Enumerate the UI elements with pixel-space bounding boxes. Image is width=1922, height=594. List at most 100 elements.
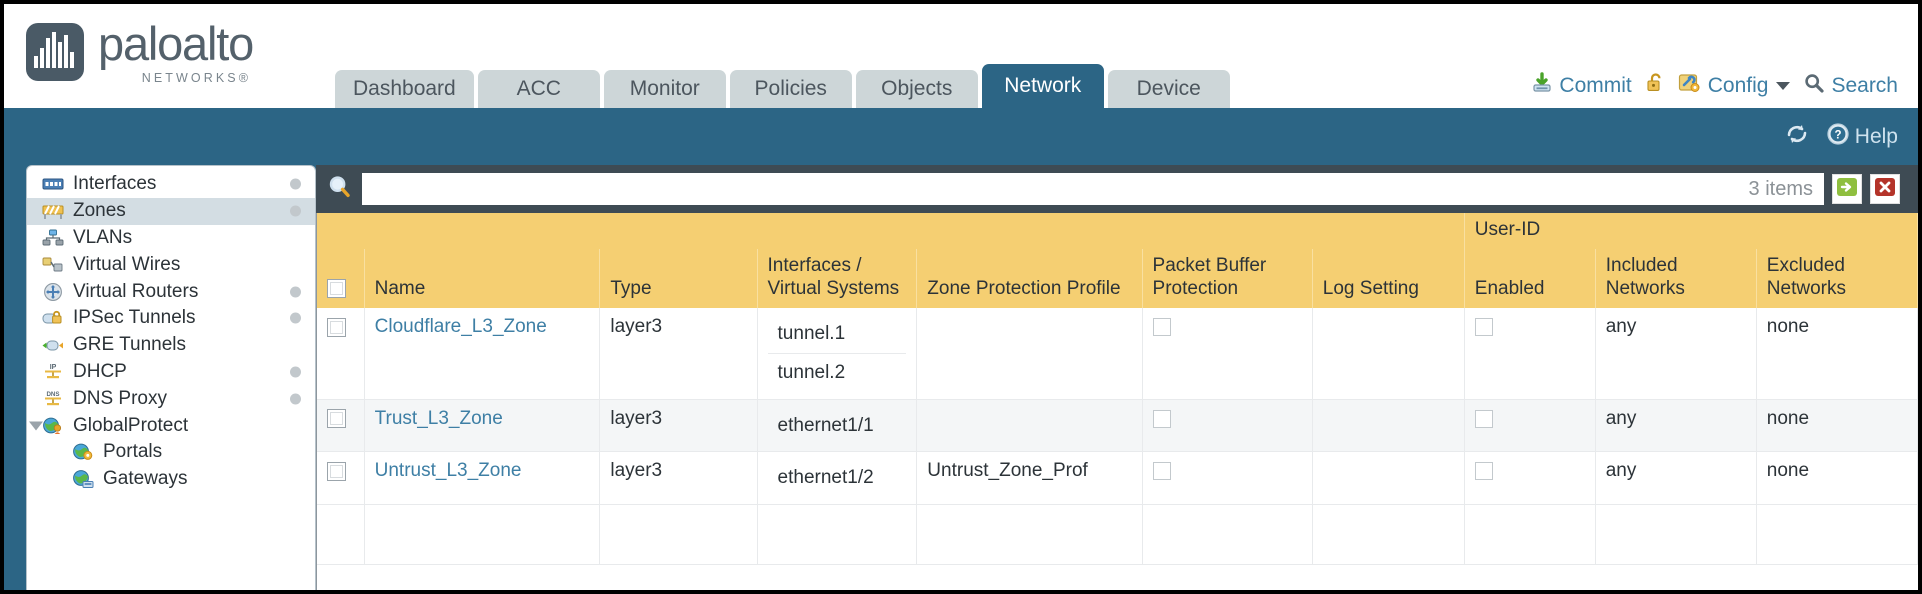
ipsec-tunnels-icon xyxy=(41,308,65,328)
zones-table-head: User-ID Name Type Interfaces / Virtual S… xyxy=(317,213,1918,309)
table-row[interactable]: Cloudflare_L3_Zone layer3 tunnel.1 tunne… xyxy=(317,308,1918,400)
items-count-label: 3 items xyxy=(1748,177,1813,200)
column-header-userid-enabled[interactable]: Enabled xyxy=(1464,249,1596,309)
select-all-checkbox[interactable] xyxy=(327,279,346,299)
sidebar-item-ipsec-tunnels[interactable]: IPSec Tunnels xyxy=(27,305,315,332)
refresh-button[interactable] xyxy=(1784,122,1810,152)
tab-policies[interactable]: Policies xyxy=(729,70,852,108)
row-select-checkbox[interactable] xyxy=(327,409,346,429)
column-header-interfaces-virtual-systems[interactable]: Interfaces / Virtual Systems xyxy=(757,249,918,309)
tab-objects[interactable]: Objects xyxy=(855,70,978,108)
filler-cell xyxy=(1312,504,1465,566)
top-bar: paloalto NETWORKS® Dashboard ACC Monitor… xyxy=(4,4,1918,108)
help-button[interactable]: ? Help xyxy=(1826,122,1898,152)
column-header-packet-buffer-protection[interactable]: Packet Buffer Protection xyxy=(1142,249,1313,309)
row-select-checkbox[interactable] xyxy=(327,461,346,481)
userid-enabled-checkbox[interactable] xyxy=(1474,409,1493,428)
help-dot[interactable] xyxy=(290,393,301,405)
lock-button[interactable] xyxy=(1645,72,1665,100)
packet-buffer-protection-checkbox[interactable] xyxy=(1152,318,1171,337)
filler-cell xyxy=(364,504,601,566)
sidebar-item-label: GlobalProtect xyxy=(73,414,189,436)
svg-text:?: ? xyxy=(1834,129,1841,141)
sidebar-item-globalprotect[interactable]: GlobalProtect xyxy=(27,412,315,439)
sub-header-actions: ? Help xyxy=(1784,122,1898,152)
commit-icon xyxy=(1531,72,1553,100)
userid-enabled-checkbox[interactable] xyxy=(1474,462,1493,481)
column-header-included-networks[interactable]: Included Networks xyxy=(1595,249,1757,309)
search-label: Search xyxy=(1831,74,1898,97)
sidebar-item-gre-tunnels[interactable]: GRE Tunnels xyxy=(27,332,315,359)
config-icon xyxy=(1678,72,1702,100)
help-dot[interactable] xyxy=(290,205,301,217)
sidebar-item-label: IPSec Tunnels xyxy=(73,307,196,329)
search-icon xyxy=(1803,72,1825,100)
zone-name-link[interactable]: Trust_L3_Zone xyxy=(374,407,503,429)
help-dot[interactable] xyxy=(290,312,301,324)
help-dot[interactable] xyxy=(290,178,301,190)
tab-device[interactable]: Device xyxy=(1107,70,1230,108)
cell-excluded-networks: none xyxy=(1756,308,1918,400)
row-select-cell xyxy=(317,451,365,506)
sidebar-item-label: Portals xyxy=(103,441,163,463)
filter-search-icon[interactable] xyxy=(326,173,354,206)
sidebar-item-dns-proxy[interactable]: DNS DNS Proxy xyxy=(27,385,315,412)
commit-button[interactable]: Commit xyxy=(1531,72,1632,100)
tab-dashboard[interactable]: Dashboard xyxy=(335,70,474,108)
filter-input-wrapper[interactable]: 3 items xyxy=(362,173,1824,205)
sidebar-item-dhcp[interactable]: IP DHCP xyxy=(27,359,315,386)
column-header-zone-protection-profile[interactable]: Zone Protection Profile xyxy=(916,249,1143,309)
filler-cell xyxy=(599,504,758,566)
sidebar-item-vlans[interactable]: VLANs xyxy=(27,225,315,252)
search-input[interactable] xyxy=(373,177,1739,201)
column-header-log-setting[interactable]: Log Setting xyxy=(1312,249,1465,309)
left-rail xyxy=(4,165,26,590)
cell-packet-buffer-protection xyxy=(1142,308,1313,400)
packet-buffer-protection-checkbox[interactable] xyxy=(1152,409,1171,428)
help-dot[interactable] xyxy=(290,286,301,298)
column-header-name[interactable]: Name xyxy=(364,249,601,309)
sidebar-item-label: Gateways xyxy=(103,468,188,490)
sidebar-item-zones[interactable]: Zones xyxy=(27,197,315,225)
zone-name-link[interactable]: Untrust_L3_Zone xyxy=(374,460,522,482)
red-x-clear-icon xyxy=(1874,177,1896,202)
dns-proxy-icon: DNS xyxy=(41,389,65,409)
cell-excluded-networks: none xyxy=(1756,399,1918,453)
tab-monitor[interactable]: Monitor xyxy=(603,70,726,108)
cell-userid-enabled xyxy=(1464,399,1596,453)
cell-log-setting xyxy=(1312,308,1465,400)
table-row[interactable]: Trust_L3_Zone layer3 ethernet1/1 xyxy=(317,399,1918,453)
column-header-type[interactable]: Type xyxy=(599,249,758,309)
clear-filter-button[interactable] xyxy=(1870,174,1900,204)
packet-buffer-protection-checkbox[interactable] xyxy=(1152,462,1171,481)
userid-enabled-checkbox[interactable] xyxy=(1474,318,1493,337)
tab-acc[interactable]: ACC xyxy=(477,70,600,108)
sidebar-item-gateways[interactable]: Gateways xyxy=(27,466,315,493)
apply-filter-button[interactable] xyxy=(1832,174,1862,204)
sidebar-item-interfaces[interactable]: Interfaces xyxy=(27,171,315,198)
config-menu[interactable]: Config xyxy=(1678,72,1791,100)
tab-network[interactable]: Network xyxy=(981,64,1104,108)
help-dot[interactable] xyxy=(290,366,301,378)
filler-cell xyxy=(1464,504,1596,566)
filler-cell xyxy=(317,504,365,566)
cell-name: Cloudflare_L3_Zone xyxy=(364,308,601,400)
search-button[interactable]: Search xyxy=(1803,72,1898,100)
zone-name-link[interactable]: Cloudflare_L3_Zone xyxy=(374,316,547,338)
sidebar-item-virtual-wires[interactable]: Virtual Wires xyxy=(27,251,315,278)
main-body: Interfaces Zones xyxy=(4,165,1918,590)
filter-bar: 3 items xyxy=(316,165,1918,213)
cell-type: layer3 xyxy=(599,399,758,453)
sidebar-item-portals[interactable]: Portals xyxy=(27,439,315,466)
brand-tagline: NETWORKS® xyxy=(141,71,252,85)
help-icon: ? xyxy=(1826,122,1850,152)
table-row[interactable]: Untrust_L3_Zone layer3 ethernet1/2 Untru… xyxy=(317,451,1918,506)
chevron-down-icon[interactable] xyxy=(29,421,43,431)
main-nav-tabs: Dashboard ACC Monitor Policies Objects N… xyxy=(335,64,1230,108)
cell-zone-protection-profile xyxy=(916,399,1143,453)
column-header-excluded-networks[interactable]: Excluded Networks xyxy=(1756,249,1918,309)
row-select-checkbox[interactable] xyxy=(327,317,346,337)
zones-icon xyxy=(41,201,65,221)
sidebar-item-virtual-routers[interactable]: Virtual Routers xyxy=(27,278,315,305)
svg-text:DNS: DNS xyxy=(46,391,59,398)
